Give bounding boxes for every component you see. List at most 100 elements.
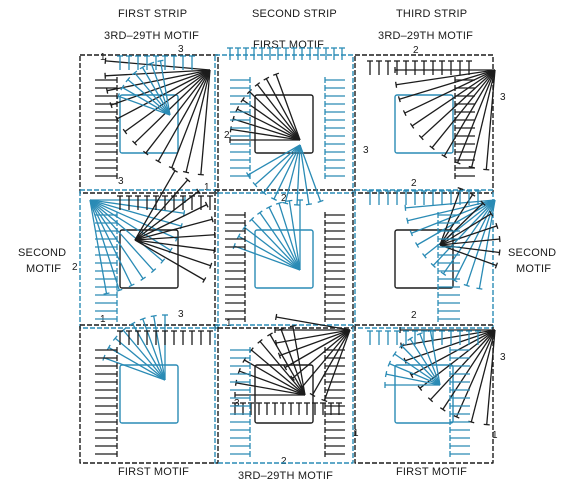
stitch-mark <box>134 239 215 252</box>
stitch-top <box>416 332 423 336</box>
stitch-mark <box>404 69 496 114</box>
stitch-top <box>140 276 146 281</box>
stitch-top <box>480 200 486 206</box>
stitch-mark <box>134 179 189 241</box>
marker-1-second-strip-mid: 1 <box>226 318 232 329</box>
third-strip-label: THIRD STRIP <box>396 8 468 20</box>
stitch-top <box>254 82 261 87</box>
stitch-mark <box>103 357 166 381</box>
stitch-mark <box>439 225 498 246</box>
stitch-top <box>286 199 293 202</box>
stitch-top <box>168 166 175 170</box>
marker-3-third-strip-low: 3 <box>500 352 506 363</box>
stitch-mark <box>105 69 211 77</box>
chain-line <box>354 324 494 464</box>
stitch-mark <box>134 218 213 241</box>
stitch-top <box>248 216 255 222</box>
stitch-top <box>275 201 283 205</box>
marker-1-third-strip-bottom: 1 <box>492 430 498 441</box>
stitch-mark <box>411 69 496 127</box>
marker-1-second-strip-bottom: 1 <box>353 428 359 439</box>
stitch-top <box>103 292 110 295</box>
stitch-top <box>274 313 278 321</box>
stitch-top <box>417 385 423 391</box>
marker-3-third-strip-top: 3 <box>500 92 506 103</box>
stitch-mark <box>439 213 492 246</box>
stitch-top <box>387 360 392 367</box>
chain-line <box>79 324 219 464</box>
motif-outline <box>119 364 179 424</box>
stitch-top <box>260 190 267 196</box>
stitch-top <box>427 397 434 403</box>
stitch-top <box>483 168 490 171</box>
stitch-top <box>289 324 296 328</box>
stitch-top <box>155 159 162 164</box>
stitch-top <box>430 262 436 268</box>
stitch-mark <box>244 359 306 396</box>
stitch-top <box>209 262 213 269</box>
stitch-top <box>242 224 247 231</box>
stitch-top <box>240 97 245 103</box>
stitch-top <box>278 327 285 331</box>
stitch-top <box>257 338 263 344</box>
stitch-mark <box>134 69 211 144</box>
stitch-top <box>234 379 238 386</box>
stitch-top <box>142 150 149 156</box>
stitch-mark <box>150 63 171 116</box>
stitch-mark <box>254 144 301 186</box>
stitch-mark <box>108 346 166 381</box>
stitch-mark <box>230 128 301 141</box>
stitch-mark <box>407 199 496 222</box>
stitch-mark <box>284 329 351 369</box>
stitch-mark <box>233 118 301 141</box>
stitch-top <box>495 222 499 229</box>
stitch-mark <box>401 345 441 386</box>
marker-2-second-strip-mid: 2 <box>281 193 287 204</box>
stitch-top <box>112 335 118 341</box>
stitch-mark <box>259 212 301 271</box>
stitch-mark <box>242 99 301 141</box>
stitch-mark <box>399 69 496 100</box>
stitch-top <box>213 247 216 254</box>
stitch-top <box>409 123 415 129</box>
stitch-top <box>457 186 464 191</box>
stitch-mark <box>244 226 301 271</box>
stitch-top <box>116 288 123 292</box>
stitch-top <box>398 343 405 349</box>
stitch-mark <box>455 329 496 418</box>
stitch-mark <box>442 329 496 410</box>
stitch-top <box>246 88 252 95</box>
stitch-mark <box>134 72 171 116</box>
stitch-top <box>172 168 178 173</box>
top-right-motif-label: 3RD–29TH MOTIF <box>378 30 474 42</box>
marker-1-top-left: 1 <box>100 52 106 63</box>
stitch-top <box>483 423 490 426</box>
stitch-top <box>270 197 277 201</box>
stitch-top <box>128 283 135 288</box>
stitch-mark <box>276 329 351 344</box>
stitch-mark <box>89 199 120 291</box>
stitch-mark <box>157 69 211 162</box>
stitch-top <box>131 70 138 76</box>
stitch-mark <box>134 239 211 267</box>
stitch-mark <box>89 199 182 227</box>
stitch-mark <box>485 69 496 170</box>
stitch-top <box>160 258 166 264</box>
stitch-mark <box>276 316 351 331</box>
stitch-mark <box>259 340 306 396</box>
stitch-mark <box>200 69 211 175</box>
stitch-mark <box>265 78 301 141</box>
stitch-top <box>418 134 424 141</box>
stitch-mark <box>443 69 496 157</box>
stitch-mark <box>145 69 211 154</box>
stitch-mark <box>269 334 306 396</box>
stitch-mark <box>89 199 164 262</box>
bottom-left-motif-label: FIRST MOTIF <box>118 466 190 478</box>
stitch-mark <box>268 206 301 271</box>
stitch-mark <box>114 337 166 381</box>
stitch-mark <box>248 91 301 141</box>
left-motif-label-line2: MOTIF <box>26 263 62 275</box>
stitch-mark <box>401 329 496 347</box>
stitch-mark <box>385 373 441 386</box>
stitch-mark <box>89 199 155 272</box>
